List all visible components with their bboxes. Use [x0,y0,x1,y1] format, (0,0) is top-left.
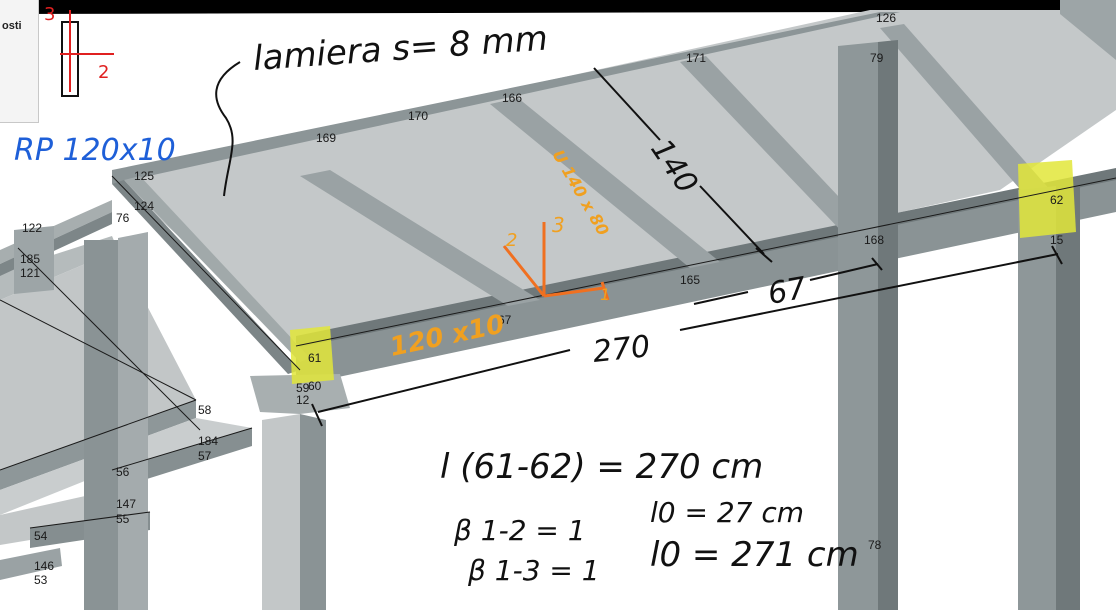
node-184: 184 [198,434,218,448]
node-166: 166 [502,91,522,105]
right-column-1 [838,42,878,610]
node-171: 171 [686,51,706,65]
node-125: 125 [134,169,154,183]
dim-67-line-b [809,263,879,281]
right-top-beam [1060,0,1116,60]
transverse-channel-2 [490,98,720,268]
left-column-1 [84,240,120,610]
node-55: 55 [116,512,130,526]
node-78: 78 [868,538,882,552]
node-54: 54 [34,529,48,543]
section-axis-2-label: 2 [98,62,109,83]
local-axes [502,222,610,301]
section-symbol [60,10,114,97]
formula-beta-13: β 1-3 = 1 [467,554,600,587]
node-61: 61 [308,351,322,365]
left-column-1-face [118,232,148,610]
left-column-cap [14,226,54,294]
front-column-1-face [262,414,300,610]
lamiera-brace [215,61,241,197]
node-67: 67 [498,313,512,327]
formula-length: l (61-62) = 270 cm [440,447,763,487]
local-axis-2-line [502,245,546,297]
right-column-1-side [878,40,898,610]
dim-270-line-a [317,349,571,413]
hand-strokes [215,61,1063,427]
local-axis-1-line [543,286,605,298]
left-end-beam [112,180,300,374]
plate-spec-note: RP 120x10 [14,133,176,168]
back-beam [112,12,900,184]
dim-140-line-a [593,67,661,141]
node-53: 53 [34,573,48,587]
dim-67-tick [871,257,883,271]
step-1-plate [0,418,252,515]
side-panel-label: osti [2,20,22,32]
node-62: 62 [1050,193,1064,207]
dim-140-line-b [699,185,765,255]
node-79: 79 [870,51,884,65]
front-column-1-cap [250,374,350,414]
dim-270-tick-a [311,403,323,427]
transverse-channel-3 [680,56,872,236]
node-12: 12 [296,393,310,407]
section-axis-3-label: 3 [44,4,55,25]
node-76: 76 [116,211,130,225]
node-60: 60 [308,379,322,393]
lamiera-note: lamiera s= 8 mm [252,18,549,78]
node-58: 58 [198,403,212,417]
node-170: 170 [408,109,428,123]
local-axis-1-tick [600,281,610,301]
dim-270-tick-b [1051,245,1063,265]
right-column-2 [1018,186,1056,610]
model-outlines [0,175,1116,529]
node-59: 59 [296,381,310,395]
local-axis-2-label: 2 [506,230,517,251]
node-15: 15 [1050,233,1064,247]
local-axis-1-label: 1 [600,285,610,304]
transverse-channel-4 [880,24,1052,196]
node-146: 146 [34,559,54,573]
node-121: 121 [20,266,40,280]
formula-l0-b: l0 = 271 cm [650,535,859,575]
node-56: 56 [116,465,130,479]
dim-67-line-a [693,291,749,305]
front-column-1-side [300,414,326,610]
front-edge-beam [296,178,1116,386]
step-3-plate [0,548,62,580]
top-border-band [0,0,1116,14]
right-column-2-side [1056,184,1080,610]
node-168: 168 [864,233,884,247]
left-end-beam-face [124,176,310,362]
local-axis-3-label: 3 [552,213,565,237]
node-147: 147 [116,497,136,511]
formula-l0-a: l0 = 27 cm [650,496,804,529]
node-labels: 126 79 171 166 170 169 125 124 76 122 18… [20,11,1064,587]
dim-270-label: 270 [591,329,652,370]
node-185: 185 [20,252,40,266]
dim-270-line-b [679,253,1059,331]
node-57: 57 [198,449,212,463]
node-124: 124 [134,199,154,213]
node-126: 126 [876,11,896,25]
node-165: 165 [680,273,700,287]
node-122: 122 [22,221,42,235]
node-169: 169 [316,131,336,145]
side-panel[interactable]: osti [0,0,39,123]
node-62-highlight [1018,160,1076,238]
dim-140-tick [755,247,773,263]
transverse-channel-1 [300,170,540,306]
dim-67-label: 67 [765,271,809,312]
formula-beta-12: β 1-2 = 1 [453,514,586,547]
